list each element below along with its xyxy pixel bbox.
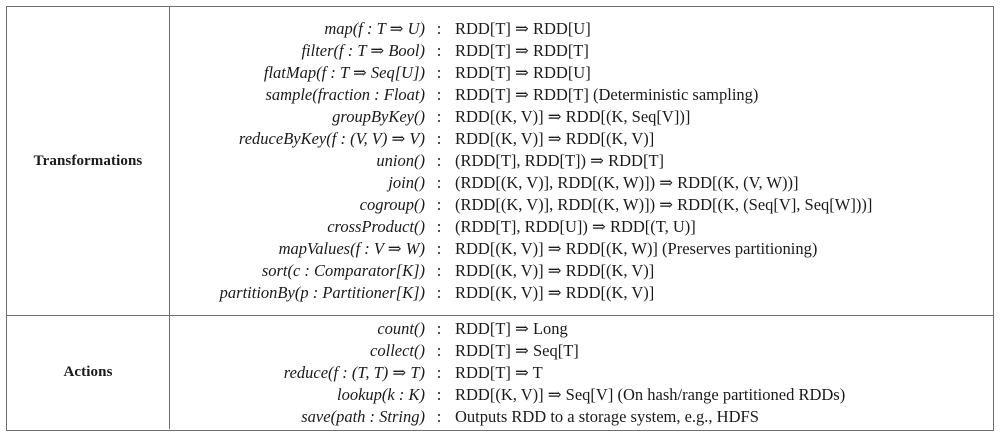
- row-colon: :: [436, 41, 442, 60]
- operation-signature: filter(f : T ⇒ Bool): [301, 41, 425, 60]
- operation-signature: collect(): [370, 340, 425, 360]
- operation-type: (RDD[T], RDD[U]) ⇒ RDD[(T, U)]: [455, 217, 696, 236]
- operations-list-actions: count() : RDD[T] ⇒ Long collect() : RDD[…: [170, 316, 993, 429]
- row-colon: :: [436, 195, 442, 214]
- rdd-api-table: Transformations map(f : T ⇒ U) : RDD[T] …: [6, 6, 994, 431]
- category-label-actions: Actions: [7, 316, 170, 429]
- table-row: join() : (RDD[(K, V)], RDD[(K, W)]) ⇒ RD…: [170, 172, 993, 194]
- operation-signature: flatMap(f : T ⇒ Seq[U]): [263, 63, 425, 82]
- operation-signature: reduceByKey(f : (V, V) ⇒ V): [238, 129, 425, 148]
- operation-signature: count(): [377, 318, 425, 338]
- table-row: sample(fraction : Float) : RDD[T] ⇒ RDD[…: [170, 84, 993, 106]
- operation-signature: union(): [376, 151, 425, 170]
- operation-type: RDD[(K, V)] ⇒ RDD[(K, W)] (Preserves par…: [455, 239, 818, 258]
- row-colon: :: [436, 239, 442, 258]
- operation-signature: join(): [388, 173, 425, 192]
- operation-signature: mapValues(f : V ⇒ W): [278, 239, 425, 258]
- row-colon: :: [436, 362, 442, 382]
- table-row: count() : RDD[T] ⇒ Long: [170, 318, 993, 340]
- table-row: partitionBy(p : Partitioner[K]) : RDD[(K…: [170, 282, 993, 304]
- row-colon: :: [436, 151, 442, 170]
- row-colon: :: [436, 283, 442, 302]
- row-colon: :: [436, 340, 442, 360]
- operation-signature: crossProduct(): [327, 217, 425, 236]
- row-colon: :: [436, 19, 442, 38]
- table-row: groupByKey() : RDD[(K, V)] ⇒ RDD[(K, Seq…: [170, 106, 993, 128]
- operation-type: RDD[T] ⇒ T: [455, 362, 543, 382]
- operation-type: RDD[T] ⇒ RDD[T]: [455, 41, 589, 60]
- operation-signature: groupByKey(): [332, 107, 425, 126]
- row-colon: :: [436, 107, 442, 126]
- operation-type: RDD[(K, V)] ⇒ RDD[(K, V)]: [455, 129, 655, 148]
- table-row: lookup(k : K) : RDD[(K, V)] ⇒ Seq[V] (On…: [170, 384, 993, 406]
- row-colon: :: [436, 261, 442, 280]
- operation-type: RDD[T] ⇒ Seq[T]: [455, 340, 579, 360]
- operation-type: RDD[T] ⇒ RDD[U]: [455, 19, 591, 38]
- table-row: collect() : RDD[T] ⇒ Seq[T]: [170, 340, 993, 362]
- operation-signature: save(path : String): [301, 406, 425, 426]
- operation-type: RDD[(K, V)] ⇒ RDD[(K, V)]: [455, 261, 655, 280]
- row-colon: :: [436, 129, 442, 148]
- operation-signature: cogroup(): [359, 195, 425, 214]
- operation-signature: partitionBy(p : Partitioner[K]): [219, 283, 425, 302]
- operation-signature: map(f : T ⇒ U): [324, 19, 425, 38]
- row-colon: :: [436, 384, 442, 404]
- table-row: reduce(f : (T, T) ⇒ T) : RDD[T] ⇒ T: [170, 362, 993, 384]
- row-colon: :: [436, 173, 442, 192]
- table-row: reduceByKey(f : (V, V) ⇒ V) : RDD[(K, V)…: [170, 128, 993, 150]
- operation-type: RDD[T] ⇒ RDD[U]: [455, 63, 591, 82]
- operation-type: RDD[(K, V)] ⇒ Seq[V] (On hash/range part…: [455, 384, 846, 404]
- row-colon: :: [436, 63, 442, 82]
- operation-signature: sort(c : Comparator[K]): [261, 261, 425, 280]
- row-colon: :: [436, 85, 442, 104]
- operation-type: RDD[(K, V)] ⇒ RDD[(K, Seq[V])]: [455, 107, 691, 126]
- category-label-transformations: Transformations: [7, 7, 170, 315]
- operation-type: (RDD[(K, V)], RDD[(K, W)]) ⇒ RDD[(K, (Se…: [455, 195, 873, 214]
- table-row: flatMap(f : T ⇒ Seq[U]) : RDD[T] ⇒ RDD[U…: [170, 62, 993, 84]
- table-row: map(f : T ⇒ U) : RDD[T] ⇒ RDD[U]: [170, 18, 993, 40]
- operation-signature: sample(fraction : Float): [265, 85, 425, 104]
- operation-type: (RDD[T], RDD[T]) ⇒ RDD[T]: [455, 151, 665, 170]
- table-row: save(path : String) : Outputs RDD to a s…: [170, 406, 993, 428]
- operation-type: RDD[(K, V)] ⇒ RDD[(K, V)]: [455, 283, 655, 302]
- operation-type: RDD[T] ⇒ Long: [455, 318, 568, 338]
- operation-signature: lookup(k : K): [337, 384, 425, 404]
- row-colon: :: [436, 318, 442, 338]
- table-section-actions: Actions count() : RDD[T] ⇒ Long collect(…: [7, 315, 993, 429]
- operation-type: Outputs RDD to a storage system, e.g., H…: [455, 406, 759, 426]
- operations-list-transformations: map(f : T ⇒ U) : RDD[T] ⇒ RDD[U] filter(…: [170, 7, 993, 315]
- table-row: mapValues(f : V ⇒ W) : RDD[(K, V)] ⇒ RDD…: [170, 238, 993, 260]
- table-section-transformations: Transformations map(f : T ⇒ U) : RDD[T] …: [7, 7, 993, 315]
- row-colon: :: [436, 217, 442, 236]
- operation-signature: reduce(f : (T, T) ⇒ T): [283, 362, 425, 382]
- row-colon: :: [436, 406, 442, 426]
- table-row: filter(f : T ⇒ Bool) : RDD[T] ⇒ RDD[T]: [170, 40, 993, 62]
- table-row: sort(c : Comparator[K]) : RDD[(K, V)] ⇒ …: [170, 260, 993, 282]
- operation-type: RDD[T] ⇒ RDD[T] (Deterministic sampling): [455, 85, 759, 104]
- table-row: union() : (RDD[T], RDD[T]) ⇒ RDD[T]: [170, 150, 993, 172]
- table-row: crossProduct() : (RDD[T], RDD[U]) ⇒ RDD[…: [170, 216, 993, 238]
- table-row: cogroup() : (RDD[(K, V)], RDD[(K, W)]) ⇒…: [170, 194, 993, 216]
- operation-type: (RDD[(K, V)], RDD[(K, W)]) ⇒ RDD[(K, (V,…: [455, 173, 799, 192]
